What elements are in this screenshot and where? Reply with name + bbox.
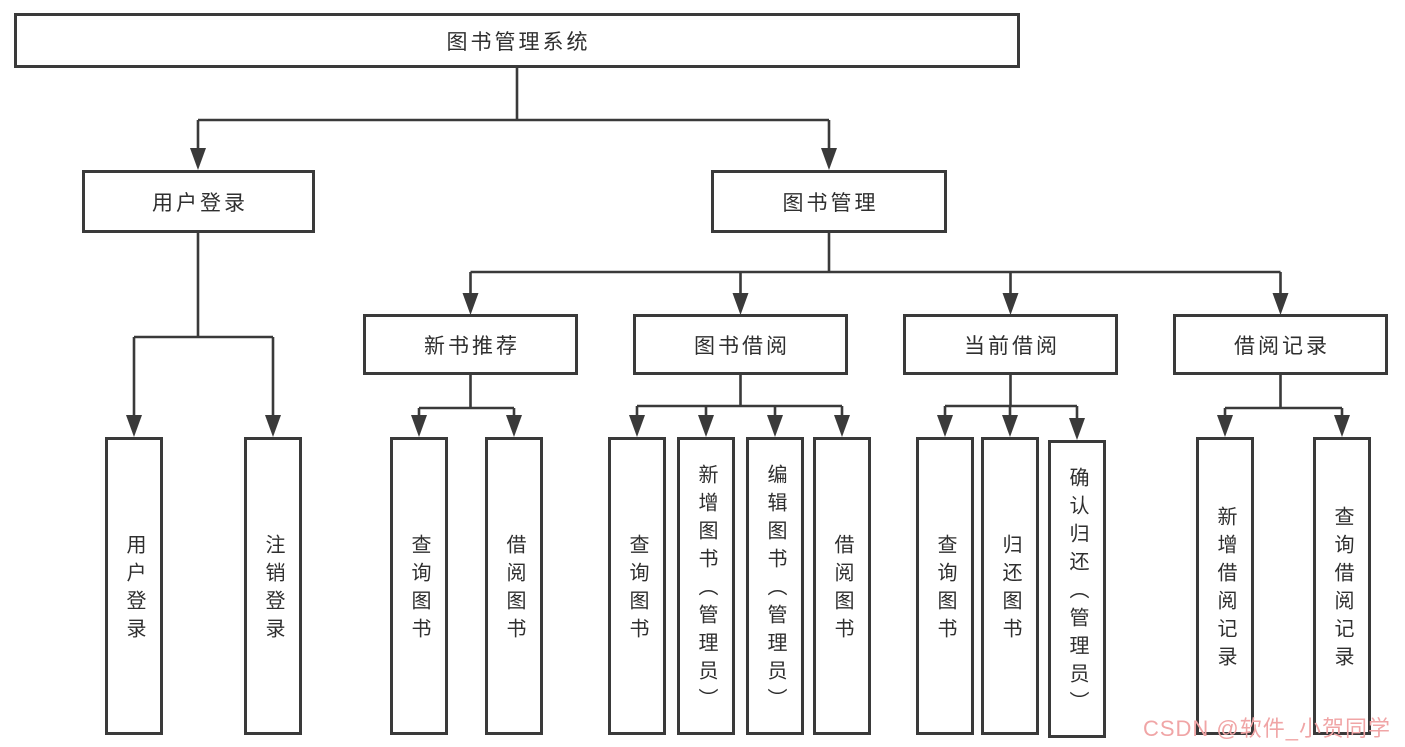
node-label: 用户登录 — [123, 534, 145, 646]
node-label: 归还图书 — [999, 534, 1021, 646]
node-label: 新书推荐 — [424, 334, 520, 358]
node-label: 图书管理 — [782, 191, 879, 215]
leaf-add-borrow-record: 新增借阅记录 — [1196, 437, 1254, 735]
leaf-return-book: 归还图书 — [981, 437, 1039, 735]
leaf-confirm-return-admin: 确认归还（管理员） — [1048, 440, 1106, 738]
node-label: 注销登录 — [262, 534, 284, 646]
node-label: 借阅记录 — [1234, 334, 1330, 358]
node-label: 确认归还（管理员） — [1066, 467, 1088, 719]
leaf-borrow-book-2: 借阅图书 — [813, 437, 871, 735]
csdn-watermark: CSDN @软件_小贺同学 — [1142, 716, 1391, 741]
leaf-query-book-2: 查询图书 — [608, 437, 666, 735]
leaf-logout: 注销登录 — [244, 437, 302, 735]
node-book-management: 图书管理 — [711, 170, 947, 233]
node-label: 用户登录 — [152, 191, 248, 215]
node-label: 查询图书 — [408, 534, 430, 646]
leaf-add-book-admin: 新增图书（管理员） — [677, 437, 735, 735]
node-book-borrow: 图书借阅 — [633, 314, 848, 375]
node-label: 查询借阅记录 — [1331, 506, 1353, 674]
leaf-borrow-book-1: 借阅图书 — [485, 437, 543, 735]
leaf-query-book-3: 查询图书 — [916, 437, 974, 735]
node-label: 新增借阅记录 — [1214, 506, 1236, 674]
leaf-query-borrow-record: 查询借阅记录 — [1313, 437, 1371, 735]
arrowhead-icons — [126, 148, 1350, 440]
node-user-login: 用户登录 — [82, 170, 315, 233]
node-label: 借阅图书 — [831, 534, 853, 646]
node-borrow-records: 借阅记录 — [1173, 314, 1388, 375]
node-label: 图书借阅 — [694, 334, 790, 358]
node-label: 查询图书 — [626, 534, 648, 646]
node-current-borrow: 当前借阅 — [903, 314, 1118, 375]
node-label: 借阅图书 — [503, 534, 525, 646]
node-label: 查询图书 — [934, 534, 956, 646]
node-label: 编辑图书（管理员） — [764, 464, 786, 716]
node-label: 当前借阅 — [964, 334, 1060, 358]
leaf-query-book-1: 查询图书 — [390, 437, 448, 735]
node-label: 新增图书（管理员） — [695, 464, 717, 716]
leaf-user-login: 用户登录 — [105, 437, 163, 735]
node-new-book-recommend: 新书推荐 — [363, 314, 578, 375]
node-library-management-system: 图书管理系统 — [14, 13, 1020, 68]
node-label: 图书管理系统 — [446, 30, 591, 54]
leaf-edit-book-admin: 编辑图书（管理员） — [746, 437, 804, 735]
